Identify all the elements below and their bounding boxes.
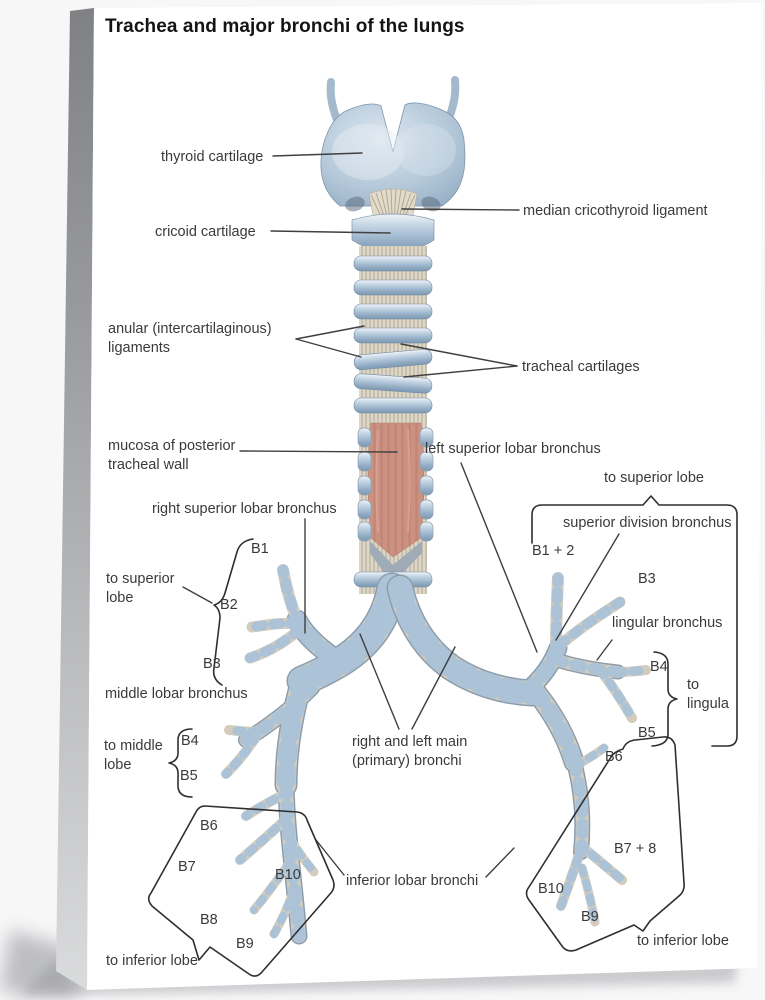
larynx-illustration — [320, 76, 466, 254]
braces-and-brackets — [147, 495, 738, 977]
canvas-side — [56, 8, 94, 990]
artwork-title: Trachea and major bronchi of the lungs — [105, 16, 465, 37]
leader-lines — [182, 152, 620, 878]
trachea-illustration — [353, 246, 434, 594]
bronchial-tree-right-lung — [221, 564, 408, 945]
bronchial-tree-left-lung — [386, 572, 651, 927]
